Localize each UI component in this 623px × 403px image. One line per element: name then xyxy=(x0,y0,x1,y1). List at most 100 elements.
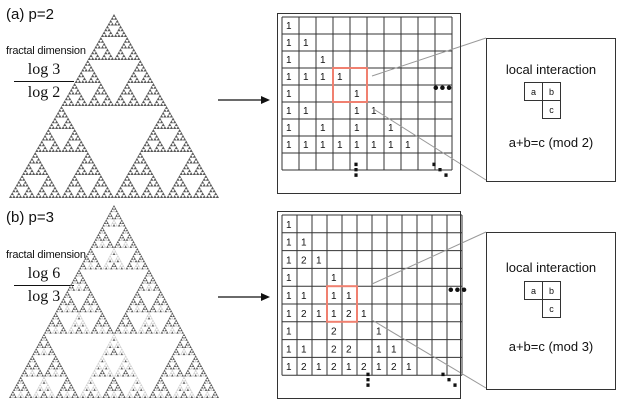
grid-cell-value: 1 xyxy=(371,140,377,151)
grid-cell-value: 1 xyxy=(286,238,292,249)
grid-cell-value: 2 xyxy=(301,362,307,373)
grid-cell-value: 1 xyxy=(286,55,292,66)
connector-lines-a xyxy=(371,37,487,181)
grid-cell-value: 1 xyxy=(286,362,292,373)
grid-cell-value: 2 xyxy=(391,362,397,373)
arrow-a xyxy=(218,96,270,104)
grid-cell-value: 1 xyxy=(376,327,382,338)
grid-cell-value: 1 xyxy=(346,362,352,373)
grid-cell-value: 2 xyxy=(301,309,307,320)
local-interaction-equation-b: a+b=c (mod 3) xyxy=(508,339,594,354)
connector-lines-b xyxy=(371,231,487,389)
grid-cell-value: 1 xyxy=(286,291,292,302)
grid-cell-value: 1 xyxy=(320,123,326,134)
grid-cell-value: 1 xyxy=(286,21,292,32)
fractal-dimension-label-b: fractal dimension xyxy=(6,249,86,261)
fractal-dimension-formula-b: log 6 log 3 xyxy=(14,265,74,306)
grid-cell-value: 1 xyxy=(388,123,394,134)
grid-cell-value: 1 xyxy=(316,255,322,266)
grid-cell-value: 1 xyxy=(301,238,307,249)
grid-cell-value: 1 xyxy=(303,38,309,49)
grid-cell-value: 1 xyxy=(346,291,352,302)
grid-cell-value: 1 xyxy=(354,140,360,151)
grid-frame-b xyxy=(277,211,461,399)
grid-cell-value: 1 xyxy=(316,309,322,320)
fractal-dimension-formula-a: log 3 log 2 xyxy=(14,61,74,102)
ellipsis-diagonal-b: ⋱ xyxy=(440,370,459,390)
panel-label-b: (b) p=3 xyxy=(6,209,54,226)
local-interaction-title-b: local interaction xyxy=(505,260,597,275)
sierpinski-triangle-mod2 xyxy=(9,14,219,198)
formula-numerator-a: log 3 xyxy=(14,61,74,82)
cell-c: c xyxy=(542,299,561,318)
local-interaction-box-a: local interaction a b c a+b=c (mod 2) xyxy=(486,38,616,182)
grid-cell-value: 1 xyxy=(331,309,337,320)
grid-cell-value: 1 xyxy=(391,344,397,355)
grid-cell-value: 1 xyxy=(331,291,337,302)
ellipsis-vertical-b: ⋮ xyxy=(359,370,378,390)
grid-cell-value: 2 xyxy=(301,255,307,266)
fractal-cells-value-1 xyxy=(9,14,219,198)
highlight-local-window xyxy=(332,67,368,103)
grid-cell-value: 2 xyxy=(346,309,352,320)
cell-a: a xyxy=(524,82,543,101)
grid-cell-value: 1 xyxy=(286,327,292,338)
local-interaction-equation-a: a+b=c (mod 2) xyxy=(508,135,594,150)
grid-cell-value: 1 xyxy=(286,220,292,231)
grid-cell-value: 2 xyxy=(331,344,337,355)
grid-cell-value: 1 xyxy=(286,255,292,266)
grid-cell-value: 1 xyxy=(371,106,377,117)
pascal-triangle-mod3 xyxy=(9,205,219,398)
grid-cell-value: 1 xyxy=(320,140,326,151)
cell-c: c xyxy=(542,100,561,119)
grid-cell-value: 1 xyxy=(301,291,307,302)
local-interaction-box-b: local interaction a b c a+b=c (mod 3) xyxy=(486,232,616,390)
grid-cell-value: 1 xyxy=(286,89,292,100)
highlight-local-window xyxy=(326,285,358,323)
grid-cell-value: 2 xyxy=(346,344,352,355)
grid-cell-value: 1 xyxy=(337,140,343,151)
grid-cell-value: 2 xyxy=(331,362,337,373)
fractal-dimension-label-a: fractal dimension xyxy=(6,45,86,57)
grid-cell-value: 1 xyxy=(286,273,292,284)
grid-cell-value: 1 xyxy=(405,140,411,151)
arrow-b xyxy=(218,293,270,301)
grid-cell-value: 1 xyxy=(303,140,309,151)
grid-cell-value: 1 xyxy=(354,106,360,117)
grid-cell-value: 1 xyxy=(388,140,394,151)
grid-cell-value: 1 xyxy=(286,38,292,49)
panel-label-a: (a) p=2 xyxy=(6,6,54,23)
grid-cell-value: 1 xyxy=(286,106,292,117)
cell-a: a xyxy=(524,281,543,300)
grid-cell-value: 1 xyxy=(320,55,326,66)
grid-cell-value: 2 xyxy=(331,327,337,338)
grid-cell-value: 1 xyxy=(354,123,360,134)
grid-cell-value: 1 xyxy=(354,89,360,100)
grid-cell-value: 1 xyxy=(286,123,292,134)
grid-cell-value: 1 xyxy=(316,362,322,373)
grid-cell-value: 1 xyxy=(303,72,309,83)
formula-denominator-b: log 3 xyxy=(27,288,61,305)
grid-cell-value: 1 xyxy=(376,362,382,373)
formula-numerator-b: log 6 xyxy=(14,265,74,286)
ellipsis-horizontal-b: ••• xyxy=(448,282,468,299)
grid-cell-value: 1 xyxy=(286,140,292,151)
fractal-cells-value-1 xyxy=(9,205,219,398)
grid-cell-value: 1 xyxy=(286,309,292,320)
formula-denominator-a: log 2 xyxy=(27,84,61,101)
cell-b: b xyxy=(542,281,561,300)
grid-cell-value: 1 xyxy=(337,72,343,83)
ellipsis-vertical-a: ⋮ xyxy=(347,160,366,180)
grid-frame-a xyxy=(277,13,461,194)
grid-cell-value: 1 xyxy=(361,309,367,320)
grid-cell-value: 1 xyxy=(301,344,307,355)
grid-cell-value: 1 xyxy=(331,273,337,284)
cell-b: b xyxy=(542,82,561,101)
ellipsis-horizontal-a: ••• xyxy=(433,80,453,97)
grid-cell-value: 1 xyxy=(320,72,326,83)
grid-cell-value: 1 xyxy=(286,344,292,355)
